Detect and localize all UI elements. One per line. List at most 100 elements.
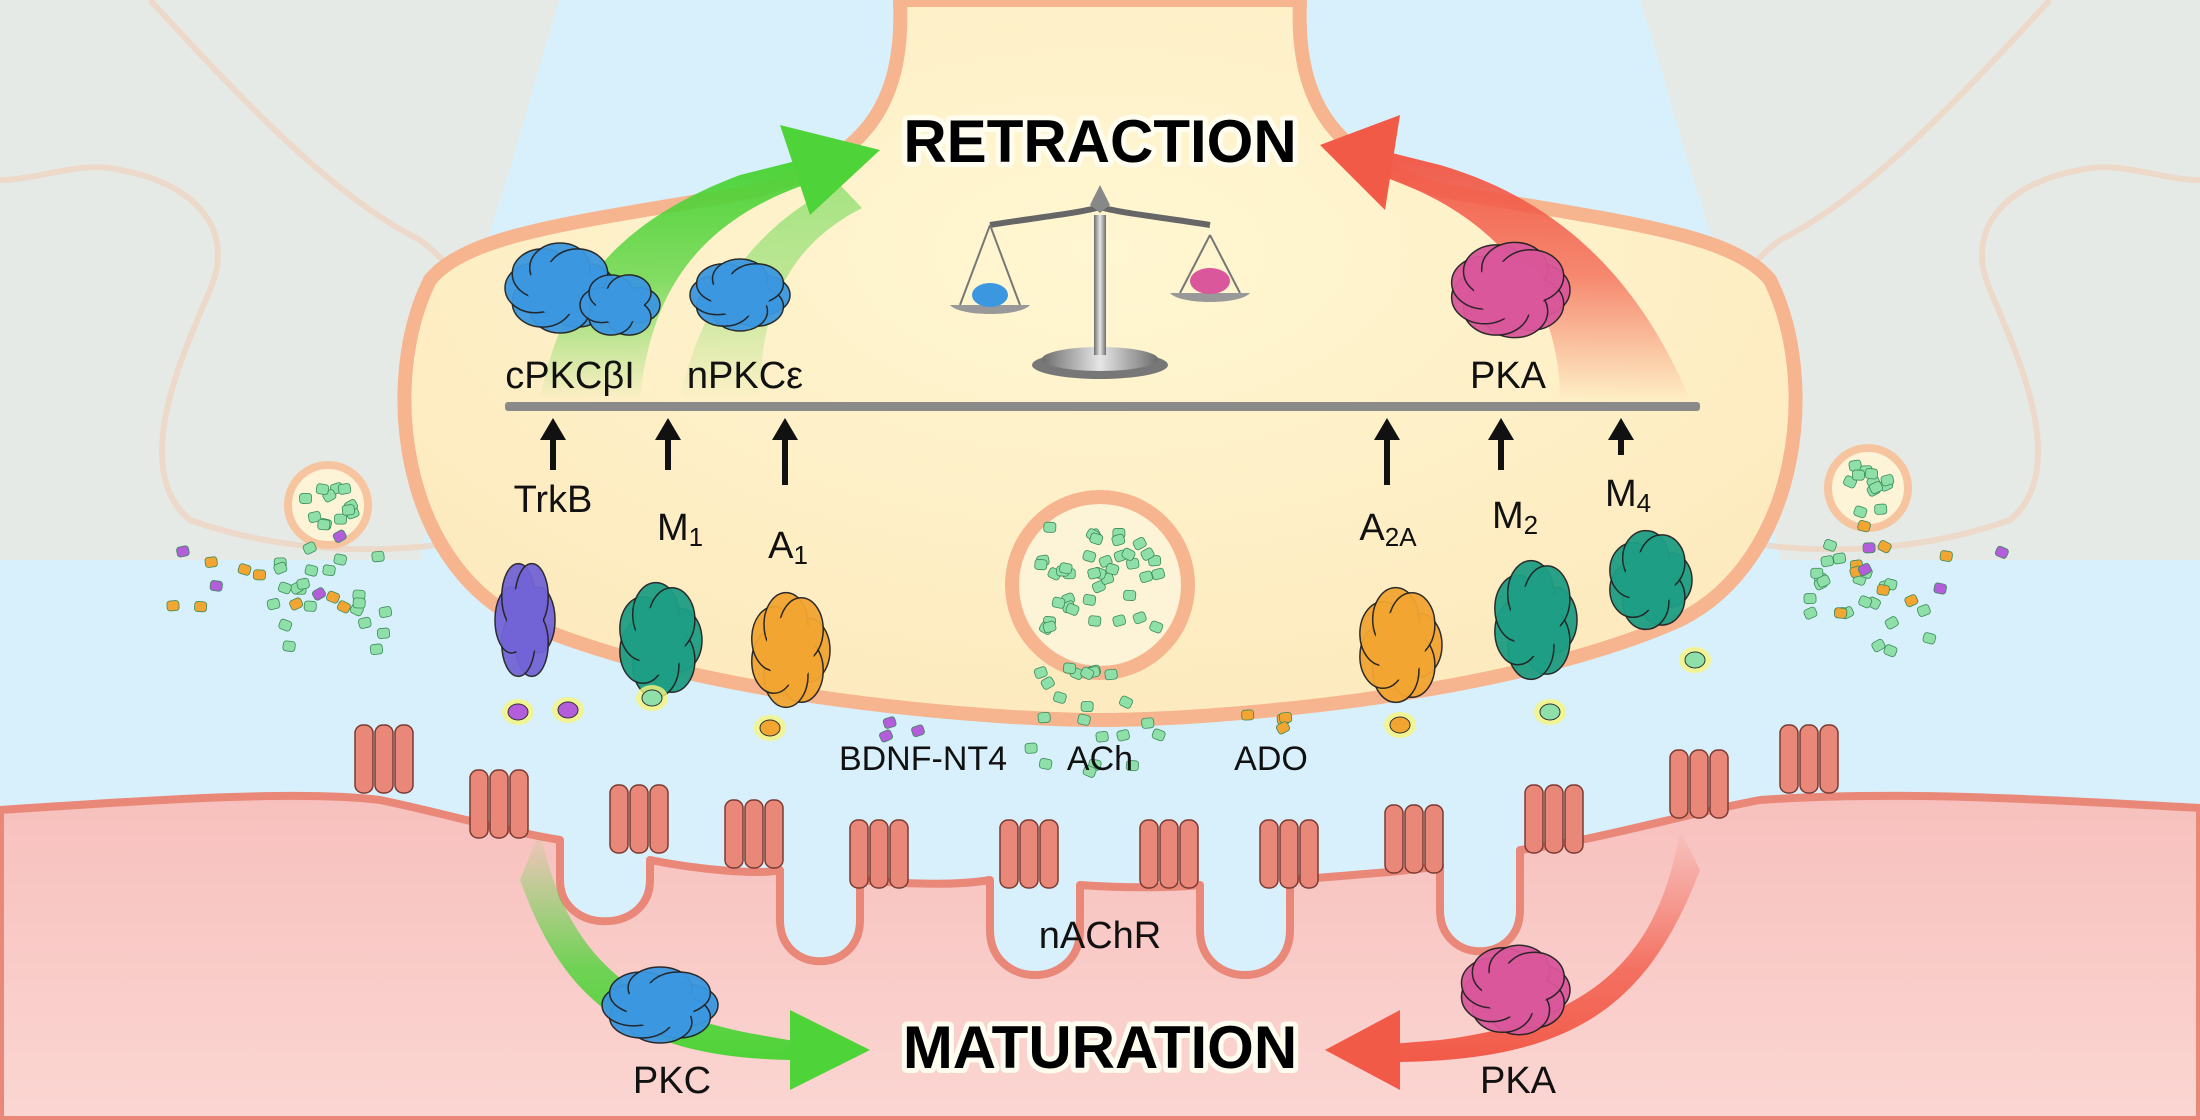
- nachr-layer: [354, 724, 1839, 889]
- ach-molecule-icon: [1034, 558, 1048, 571]
- ach-molecule-icon: [1080, 666, 1095, 680]
- a1-label: A1: [768, 525, 808, 570]
- nachr-receptor-icon: [999, 819, 1059, 889]
- ach-molecule-icon: [1139, 570, 1153, 583]
- ach-molecule-icon: [1082, 594, 1097, 606]
- ach-molecule-icon: [333, 553, 348, 566]
- ach-molecule-icon: [1116, 729, 1130, 742]
- ach-molecule-icon: [1111, 533, 1126, 547]
- up-arrow-icon: [1608, 418, 1634, 455]
- ach-molecule-icon: [1043, 521, 1057, 533]
- ach-molecule-icon: [1119, 695, 1134, 709]
- npkc-label: nPKCε: [687, 355, 803, 397]
- ach-molecule-icon: [1151, 728, 1166, 742]
- bdnf-molecule-icon: [1862, 542, 1876, 554]
- ach-molecule-icon: [1832, 552, 1847, 565]
- ach-molecule-icon: [1121, 547, 1136, 561]
- ach-molecule-icon: [1132, 536, 1147, 551]
- ach-molecule-icon: [1151, 567, 1166, 581]
- ado-molecule-icon: [289, 597, 304, 611]
- a1-receptor-icon: [751, 591, 831, 709]
- ado-molecule-icon: [194, 601, 208, 613]
- ado-molecule-icon: [1876, 584, 1890, 596]
- ado-molecule-icon: [166, 600, 180, 612]
- ach-molecule-icon: [1803, 593, 1817, 605]
- protein-layer: [494, 241, 1711, 1044]
- ach-molecule-icon: [282, 640, 296, 652]
- ado-molecule-icon: [1904, 594, 1919, 608]
- ach-molecule-icon: [334, 513, 347, 525]
- ach-molecule-icon: [1024, 742, 1038, 754]
- ach-molecule-icon: [273, 561, 288, 575]
- ach-molecule-icon: [1125, 760, 1139, 772]
- ach-molecule-icon: [296, 577, 310, 590]
- ach-molecule-icon: [1922, 632, 1937, 645]
- bdnf-molecule-icon: [1933, 582, 1947, 595]
- ach-molecule-icon: [1077, 713, 1091, 726]
- bdnf-molecule-icon: [176, 545, 190, 558]
- ado-molecule-icon: [1834, 607, 1848, 619]
- trkb-receptor-icon: [494, 562, 556, 678]
- ach-molecule-icon: [1051, 596, 1066, 609]
- ach-molecule-icon: [1033, 666, 1048, 679]
- ado-molecule-icon: [1241, 709, 1255, 721]
- ach-molecule-icon: [307, 511, 322, 523]
- ach-molecule-icon: [1112, 614, 1127, 627]
- up-arrow-icon: [772, 418, 798, 485]
- retraction-label: RETRACTION: [903, 108, 1296, 175]
- ach-molecule-icon: [1884, 616, 1899, 630]
- bdnf-nt4-label: BDNF-NT4: [839, 740, 1007, 778]
- up-arrow-icon: [1488, 418, 1514, 470]
- ado-molecule-icon: [1877, 540, 1892, 554]
- ach-molecule-icon: [1864, 468, 1879, 480]
- ach-molecule-icon: [1062, 662, 1077, 674]
- ach-molecule-icon: [1810, 567, 1824, 579]
- balance-scale-icon: [950, 185, 1250, 379]
- ach-molecule-icon: [1080, 700, 1094, 712]
- bdnf-molecule-icon: [1857, 562, 1872, 577]
- ach-molecule-icon: [304, 564, 319, 577]
- ach-molecule-icon: [369, 643, 384, 656]
- nachr-receptor-icon: [1384, 804, 1444, 874]
- maturation-label: MATURATION: [903, 1014, 1297, 1081]
- ach-molecule-icon: [302, 541, 317, 555]
- nachr-receptor-icon: [469, 769, 529, 839]
- ach-molecule-icon: [1132, 611, 1147, 625]
- pka-bottom-label: PKA: [1480, 1060, 1557, 1102]
- bound-bdnf-icon: [552, 697, 584, 723]
- nachr-receptor-icon: [849, 819, 909, 889]
- cpkc-protein-icon: [579, 274, 661, 336]
- ach-molecule-icon: [303, 600, 317, 612]
- ach-molecule-icon: [1082, 550, 1097, 563]
- ach-molecule-icon: [1059, 562, 1073, 575]
- ach-molecule-icon: [1053, 691, 1067, 704]
- bound-ach-icon: [636, 685, 668, 711]
- m2-receptor-icon: [1494, 559, 1578, 681]
- m4-receptor-icon: [1609, 529, 1693, 631]
- pka-bottom-protein-icon: [1460, 944, 1571, 1036]
- ach-molecule-icon: [358, 616, 372, 629]
- ach-molecule-icon: [1816, 574, 1831, 588]
- bound-ado-icon: [754, 715, 786, 741]
- bound-ach-icon: [1534, 699, 1566, 725]
- bdnf-molecule-icon: [879, 729, 893, 743]
- ach-molecule-icon: [1042, 620, 1057, 634]
- ach-molecule-icon: [1883, 644, 1898, 658]
- bound-ach-icon: [1679, 647, 1711, 673]
- ach-molecule-icon: [278, 618, 293, 632]
- pkc-bottom-label: PKC: [633, 1060, 711, 1102]
- bdnf-molecule-icon: [1994, 545, 2009, 559]
- ach-molecule-icon: [315, 483, 330, 496]
- ach-molecule-icon: [1040, 676, 1055, 690]
- ado-molecule-icon: [336, 600, 351, 614]
- ach-molecule-icon: [1105, 563, 1120, 576]
- ach-molecule-icon: [1874, 503, 1888, 515]
- nachr-receptor-icon: [1524, 784, 1584, 854]
- ach-molecule-icon: [1803, 606, 1818, 620]
- ach-molecule-icon: [1082, 764, 1097, 778]
- ach-molecule-icon: [1089, 532, 1104, 545]
- bdnf-molecule-icon: [209, 580, 223, 592]
- bdnf-molecule-icon: [882, 716, 897, 729]
- ach-molecule-icon: [1853, 505, 1868, 519]
